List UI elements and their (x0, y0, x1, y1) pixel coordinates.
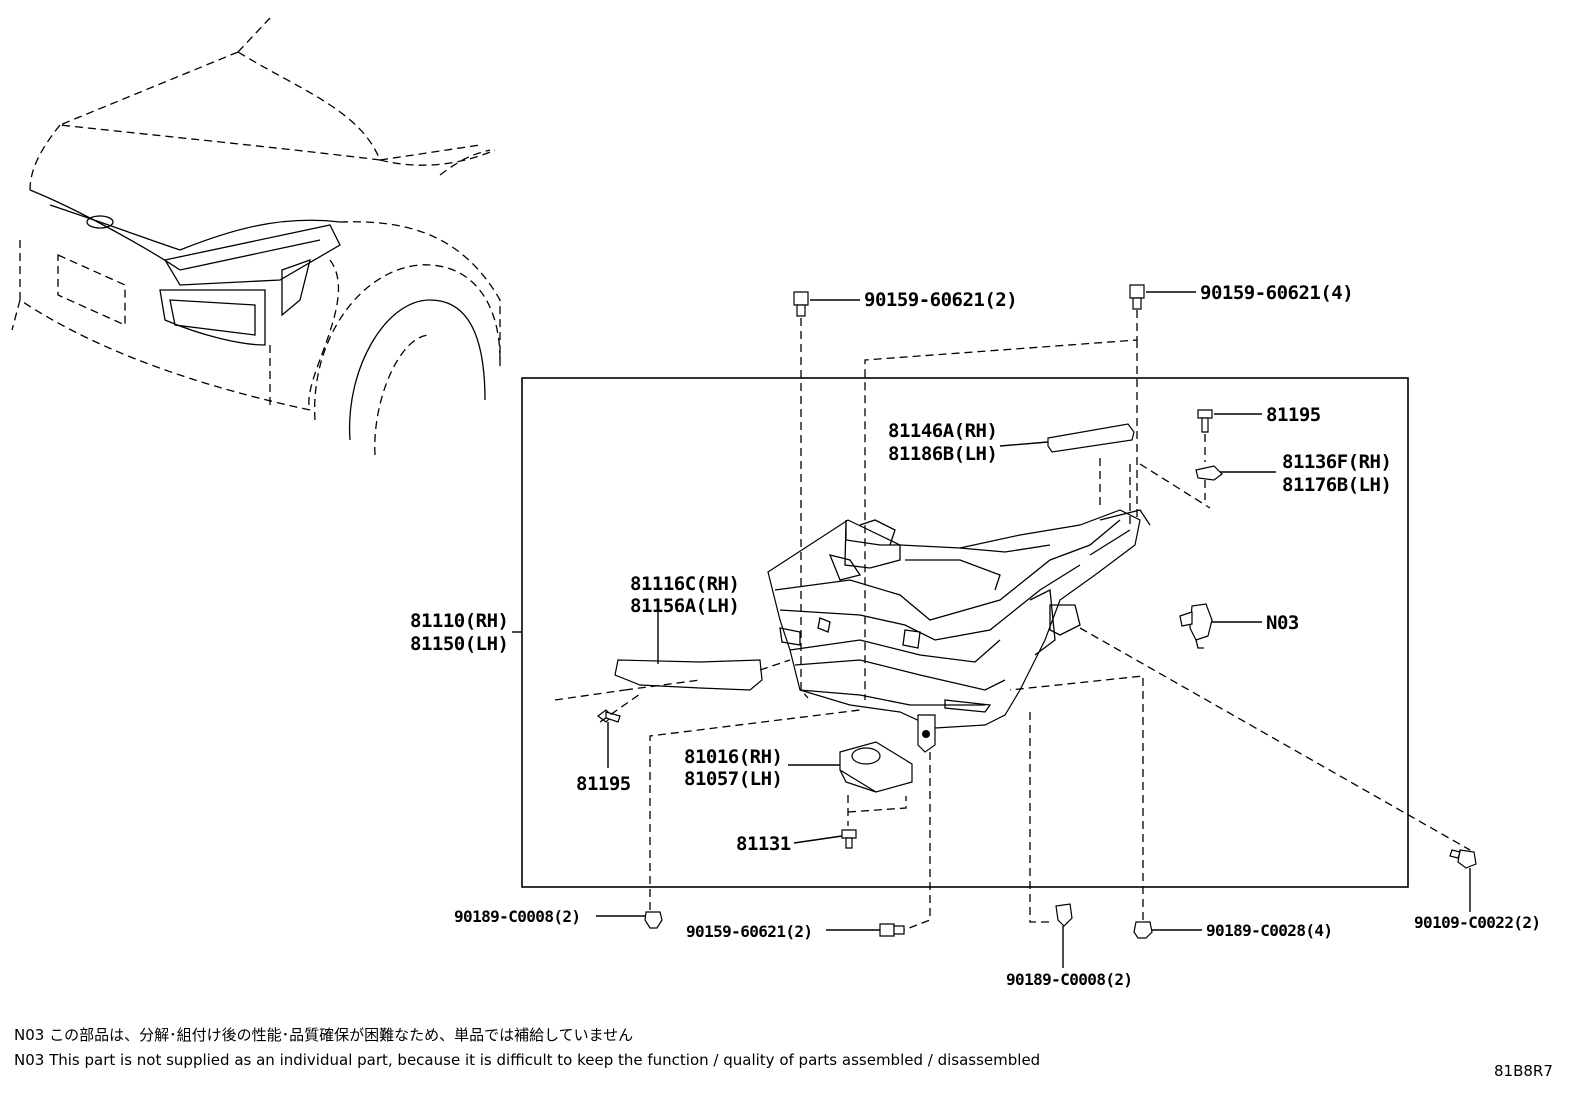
clip-icon (644, 911, 663, 929)
label-lower-bracket-rh: 81116C(RH) (630, 573, 739, 595)
screw-icon (1197, 409, 1213, 433)
label-bolt-top-right: 90159-60621(4) (1200, 282, 1353, 304)
screw-icon (1449, 849, 1477, 869)
assembly-guide-lines (554, 310, 1471, 931)
headlamp-assembly-illustration (767, 509, 1151, 753)
label-nut-right: 90189-C0028(4) (1206, 921, 1332, 940)
bulb-socket-icon (1179, 603, 1213, 649)
note-japanese: N03 この部品は、分解･組付け後の性能･品質確保が困難なため、単品では補給して… (14, 1026, 633, 1044)
bolt-icon (1129, 284, 1145, 310)
molding-strip (1047, 423, 1135, 453)
nut-icon (1133, 921, 1153, 939)
control-module-icon (839, 741, 913, 793)
label-clip-left: 90189-C0008(2) (454, 907, 580, 926)
label-computer-rh: 81016(RH) (684, 746, 782, 768)
label-socket: N03 (1266, 612, 1299, 634)
label-screw-top: 81195 (1266, 404, 1321, 426)
lower-bracket (614, 659, 763, 691)
label-bolt-bottom: 90159-60621(2) (686, 922, 812, 941)
bolt-icon (879, 923, 905, 937)
label-computer-lh: 81057(LH) (684, 768, 782, 790)
label-bracket-lh: 81176B(LH) (1282, 474, 1391, 496)
screw-icon (841, 829, 857, 849)
label-bolt-top-left: 90159-60621(2) (864, 289, 1017, 311)
note-english: N03 This part is not supplied as an indi… (14, 1051, 1040, 1069)
bolt-icon (793, 291, 809, 317)
label-screw-computer: 81131 (736, 833, 791, 855)
vehicle-front-illustration (11, 17, 501, 456)
label-molding-lh: 81186B(LH) (888, 443, 997, 465)
clip-icon (1055, 903, 1073, 927)
part-labels: 90159-60621(2) 90159-60621(4) 81146A(RH)… (410, 282, 1541, 989)
label-lower-bracket-lh: 81156A(LH) (630, 595, 739, 617)
screw-icon (597, 709, 621, 723)
leader-lines (512, 291, 1471, 968)
label-headlamp-lh: 81150(LH) (410, 633, 508, 655)
label-bracket-rh: 81136F(RH) (1282, 451, 1391, 473)
illustration-code: 81B8R7 (1494, 1062, 1553, 1080)
bracket-clip (1195, 465, 1223, 481)
label-clip-center: 90189-C0008(2) (1006, 970, 1132, 989)
label-screw-bottom: 81195 (576, 773, 631, 795)
label-screw-far-right: 90109-C0022(2) (1414, 913, 1540, 932)
label-headlamp-rh: 81110(RH) (410, 610, 508, 632)
label-molding-rh: 81146A(RH) (888, 420, 997, 442)
